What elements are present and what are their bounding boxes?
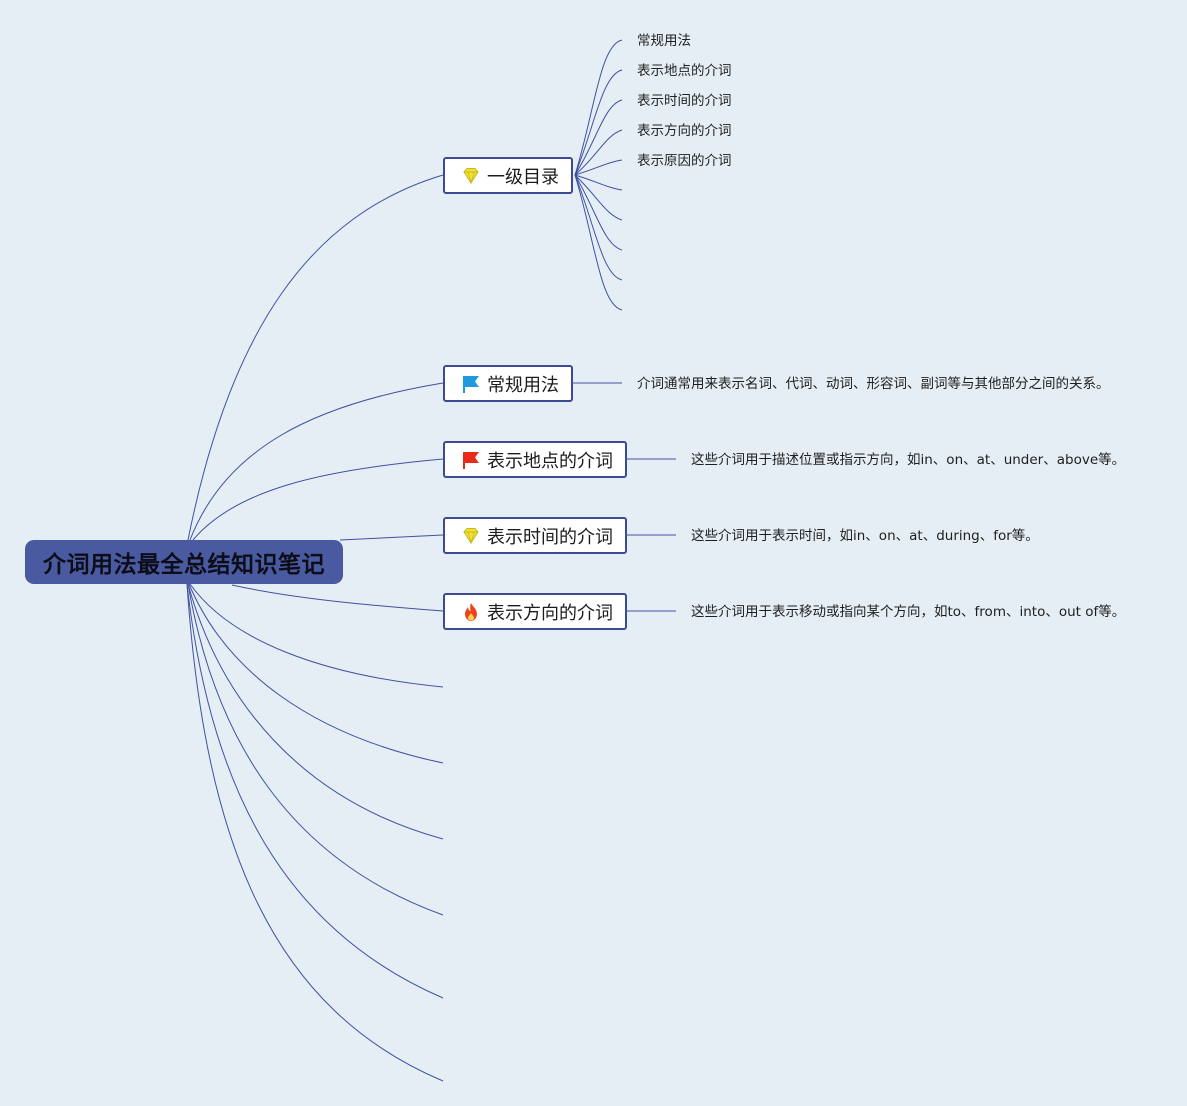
sub-item-4[interactable]: 表示方向的介词 bbox=[637, 123, 732, 139]
link-dir-child-5 bbox=[574, 159, 623, 176]
branch-label: 表示时间的介词 bbox=[487, 526, 613, 548]
link-root-empty-6 bbox=[186, 583, 444, 1082]
branch-label: 一级目录 bbox=[487, 166, 559, 188]
link-root-branch-4 bbox=[339, 534, 444, 541]
link-root-branch-3 bbox=[192, 458, 444, 541]
sub-item-5[interactable]: 表示原因的介词 bbox=[637, 153, 732, 169]
link-root-empty-5 bbox=[186, 583, 444, 999]
red-flag-icon bbox=[461, 450, 481, 470]
branch-time-prepositions[interactable]: 表示时间的介词 bbox=[443, 517, 627, 554]
link-root-empty-2 bbox=[188, 583, 444, 764]
link-root-branch-1 bbox=[187, 174, 444, 541]
link-dir-empty-2 bbox=[574, 174, 623, 221]
link-dir-child-1 bbox=[574, 39, 623, 176]
branch-label: 常规用法 bbox=[487, 374, 559, 396]
link-dir-empty-4 bbox=[574, 174, 623, 281]
root-topic[interactable]: 介词用法最全总结知识笔记 bbox=[25, 540, 343, 584]
sub-item-1[interactable]: 常规用法 bbox=[637, 33, 691, 49]
diamond-icon bbox=[461, 166, 481, 186]
description-general-usage[interactable]: 介词通常用来表示名词、代词、动词、形容词、副词等与其他部分之间的关系。 bbox=[637, 376, 1110, 392]
link-root-branch-5 bbox=[231, 584, 444, 612]
fire-icon bbox=[461, 602, 481, 622]
link-root-empty-4 bbox=[187, 583, 444, 916]
branch-place-prepositions[interactable]: 表示地点的介词 bbox=[443, 441, 627, 478]
branch-label: 表示方向的介词 bbox=[487, 602, 613, 624]
link-dir-empty-1 bbox=[574, 174, 623, 191]
diamond-icon bbox=[461, 526, 481, 546]
branch-direction-prepositions[interactable]: 表示方向的介词 bbox=[443, 593, 627, 630]
blue-flag-icon bbox=[461, 374, 481, 394]
branch-label: 表示地点的介词 bbox=[487, 450, 613, 472]
link-root-empty-3 bbox=[187, 583, 444, 840]
link-dir-empty-3 bbox=[574, 174, 623, 251]
link-dir-empty-5 bbox=[574, 174, 623, 311]
link-dir-child-3 bbox=[574, 99, 623, 176]
root-topic-label: 介词用法最全总结知识笔记 bbox=[43, 552, 325, 578]
link-dir-child-2 bbox=[574, 69, 623, 176]
branch-general-usage[interactable]: 常规用法 bbox=[443, 365, 573, 402]
link-dir-child-4 bbox=[574, 129, 623, 176]
sub-item-3[interactable]: 表示时间的介词 bbox=[637, 93, 732, 109]
description-direction-prepositions[interactable]: 这些介词用于表示移动或指向某个方向，如to、from、into、out of等。 bbox=[691, 604, 1126, 620]
description-time-prepositions[interactable]: 这些介词用于表示时间，如in、on、at、during、for等。 bbox=[691, 528, 1039, 544]
link-root-branch-2 bbox=[189, 382, 444, 541]
link-root-empty-1 bbox=[189, 583, 444, 688]
branch-table-of-contents[interactable]: 一级目录 bbox=[443, 157, 573, 194]
sub-item-2[interactable]: 表示地点的介词 bbox=[637, 63, 732, 79]
description-place-prepositions[interactable]: 这些介词用于描述位置或指示方向，如in、on、at、under、above等。 bbox=[691, 452, 1126, 468]
